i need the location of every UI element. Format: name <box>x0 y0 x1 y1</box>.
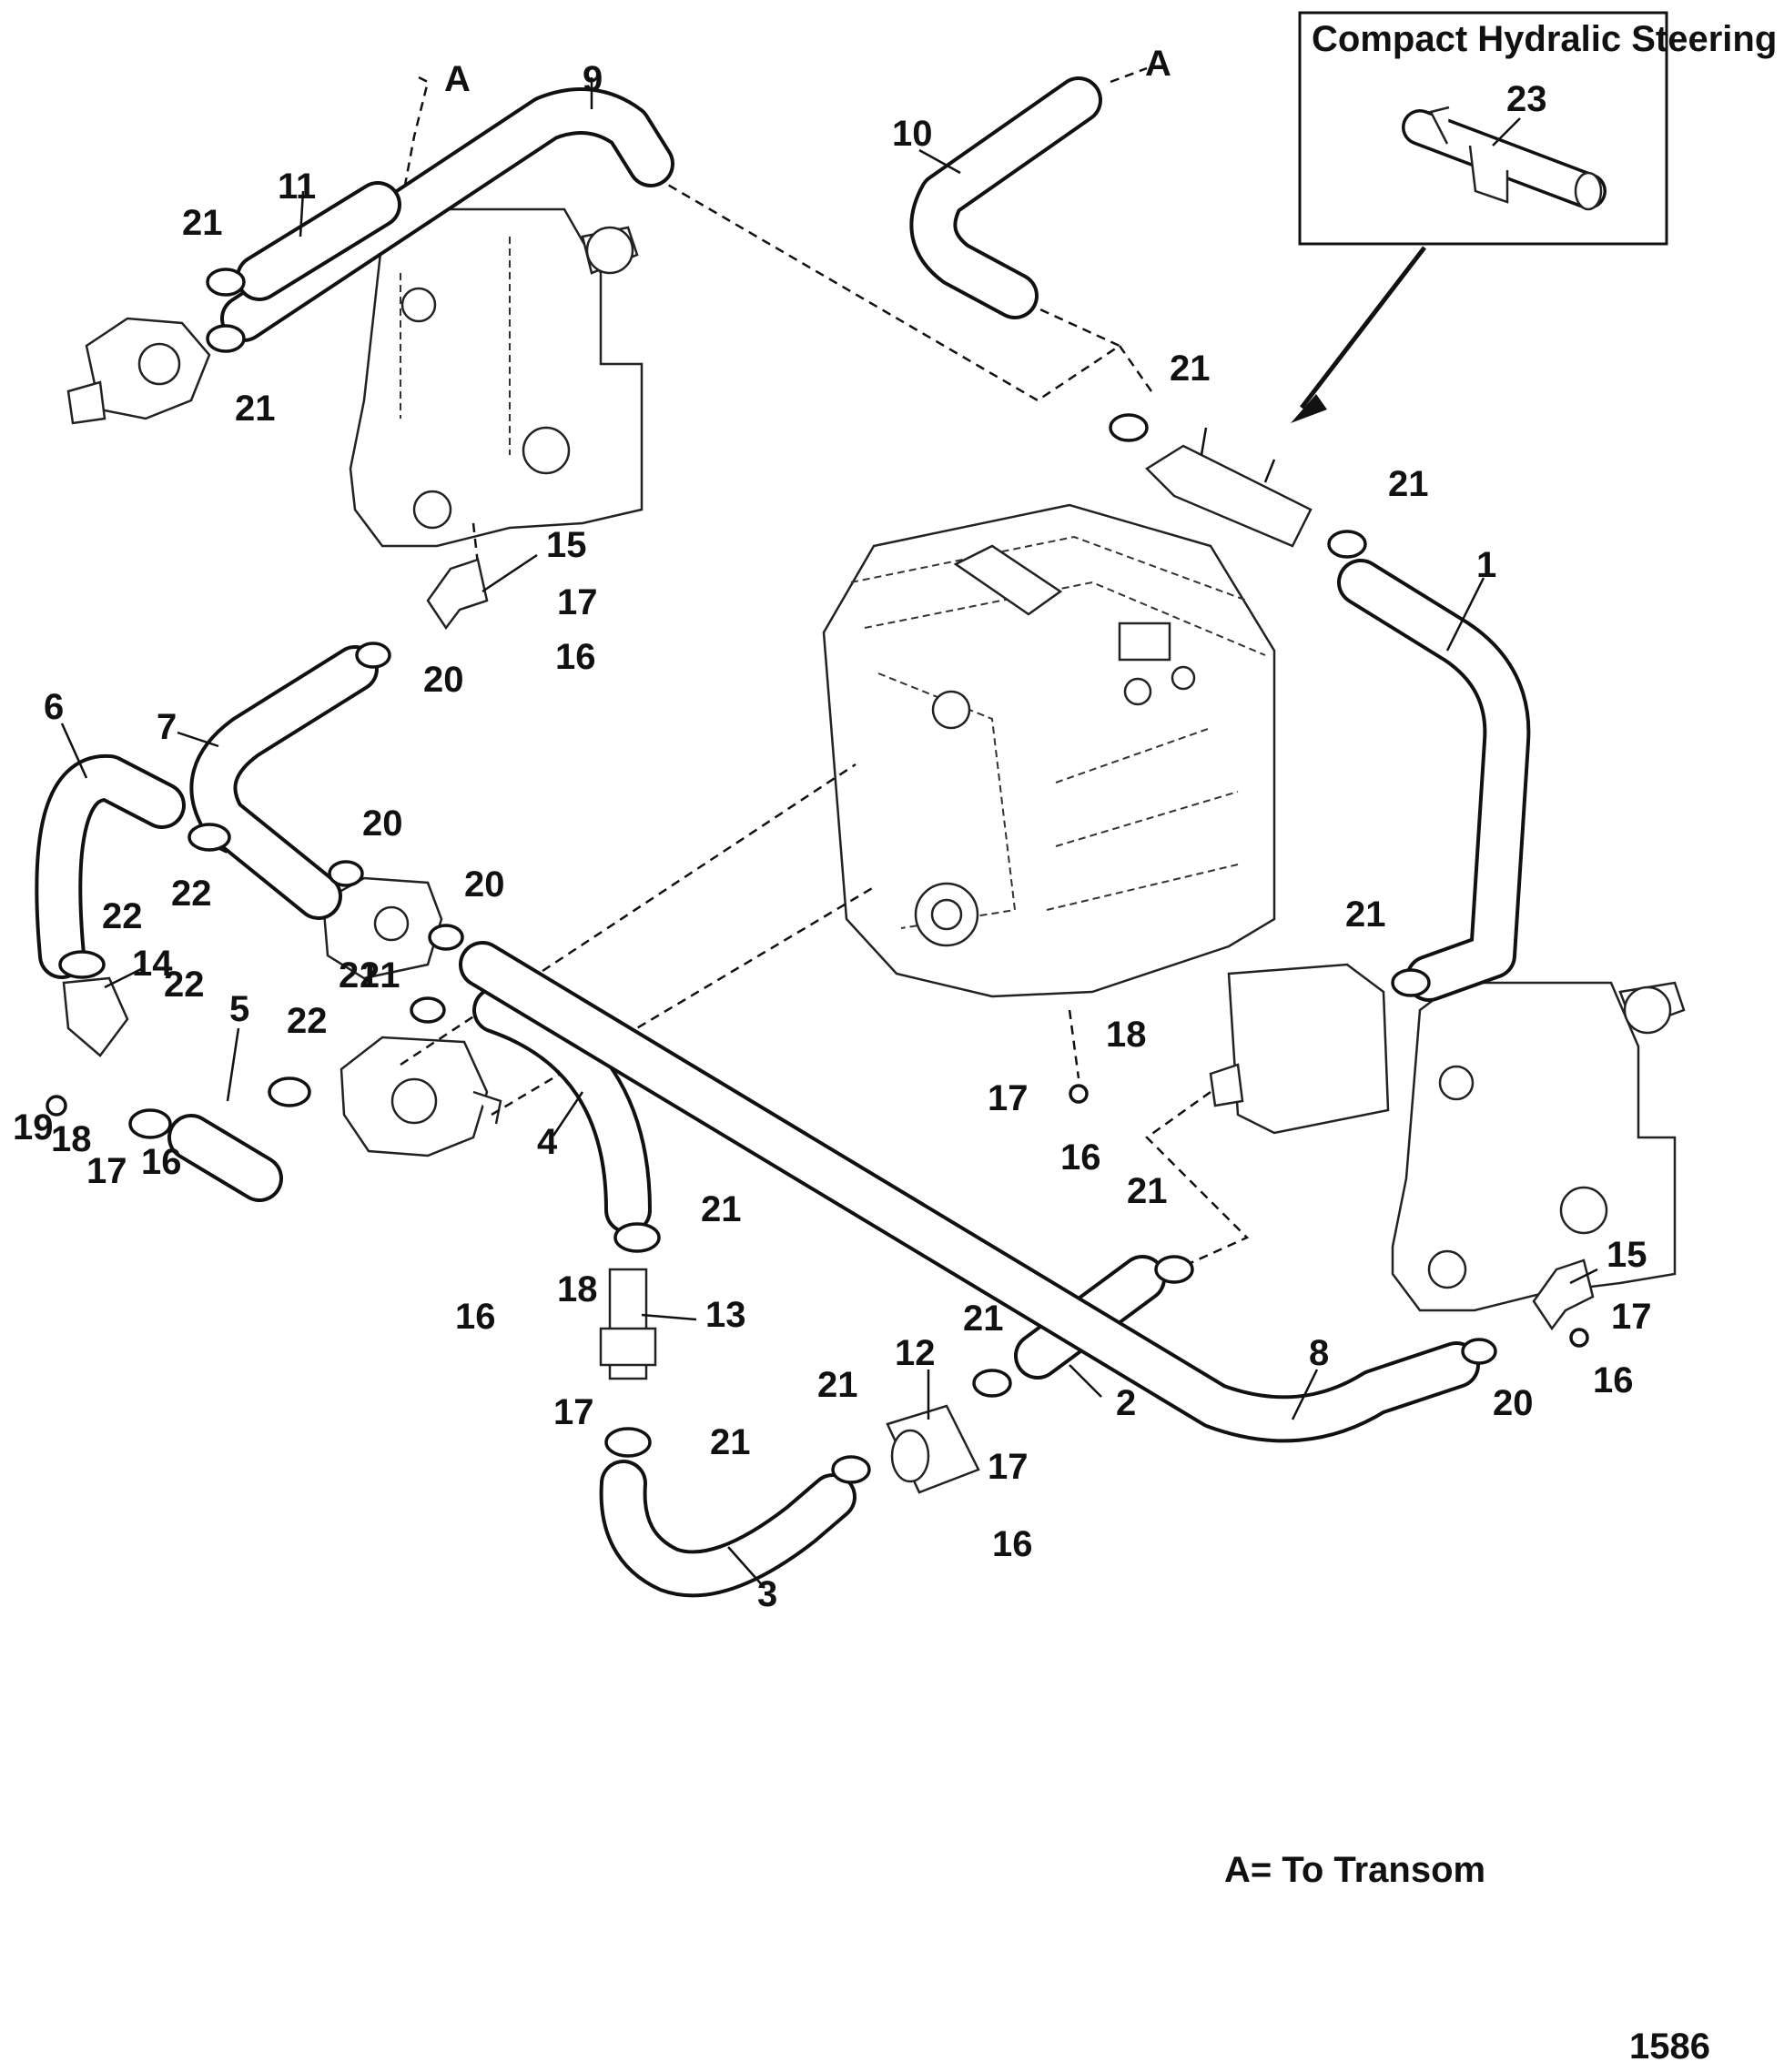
callout-9: 9 <box>583 59 603 99</box>
elbow-fitting-15-left <box>426 558 489 631</box>
hose-7 <box>189 645 379 920</box>
callout-22-d: 22 <box>287 1001 328 1041</box>
callout-21-j: 21 <box>817 1365 858 1405</box>
callout-leaders <box>60 77 1598 1589</box>
inset-pointer-arrow <box>1300 246 1426 409</box>
callout-16-d: 16 <box>455 1297 496 1337</box>
inset-pointer-arrowhead <box>1291 394 1327 423</box>
callout-17-b: 17 <box>86 1151 127 1191</box>
callout-21-i: 21 <box>963 1299 1004 1339</box>
callout-22-c: 22 <box>164 965 205 1005</box>
hose-1 <box>1337 559 1531 1002</box>
callout-21-g: 21 <box>701 1189 742 1229</box>
callout-18-b: 18 <box>51 1119 92 1159</box>
hose-10 <box>909 76 1102 319</box>
hose-3 <box>599 1460 857 1598</box>
callout-21-b: 21 <box>235 389 276 429</box>
hose-8 <box>459 941 1480 1443</box>
fitting-13 <box>599 1268 657 1380</box>
seawater-thermostat-housing <box>321 876 443 980</box>
distribution-block <box>1209 963 1390 1135</box>
fittings <box>62 558 1595 1494</box>
exhaust-manifold-left <box>349 207 644 548</box>
thermostat-housing <box>66 317 211 425</box>
callout-23: 23 <box>1506 79 1547 119</box>
callout-13: 13 <box>705 1295 746 1335</box>
callout-7: 7 <box>157 707 177 747</box>
callout-16-b: 16 <box>141 1142 182 1182</box>
callout-15-left: 15 <box>546 525 587 565</box>
engine-block <box>822 503 1276 998</box>
callout-21-c: 21 <box>1170 349 1211 389</box>
callout-17-c: 17 <box>988 1078 1029 1118</box>
hose-11 <box>236 181 401 301</box>
figure-number: 1586 <box>1629 2027 1710 2067</box>
callout-20-b: 20 <box>362 804 403 844</box>
callouts: 1 2 3 4 5 6 7 8 9 10 11 12 13 14 15 15 1… <box>13 59 1652 1614</box>
legend-note: A= To Transom <box>1224 1850 1485 1890</box>
connector-label-a-right: A <box>1145 44 1171 84</box>
callout-19: 19 <box>13 1107 54 1147</box>
water-pump <box>340 1036 502 1157</box>
callout-17-f: 17 <box>1611 1297 1652 1337</box>
callout-17-a: 17 <box>557 582 598 622</box>
hose-clamps <box>46 268 1589 1484</box>
callout-16-e: 16 <box>992 1524 1033 1564</box>
callout-21-k: 21 <box>710 1422 751 1462</box>
callout-21-l: 21 <box>360 955 400 996</box>
callout-21-f: 21 <box>339 955 380 996</box>
callout-11: 11 <box>278 167 316 207</box>
callout-16-f: 16 <box>1593 1360 1634 1400</box>
callout-20-d: 20 <box>1493 1383 1534 1423</box>
callout-4: 4 <box>537 1122 558 1162</box>
callout-10: 10 <box>892 114 933 154</box>
callout-5: 5 <box>229 989 249 1029</box>
callout-20-a: 20 <box>423 660 464 700</box>
steering-cooler-part <box>1402 106 1607 211</box>
callout-21-d: 21 <box>1388 464 1429 504</box>
inset-title: Compact Hydralic Steering <box>1312 19 1777 59</box>
callout-17-d: 17 <box>553 1392 594 1432</box>
callout-22-b: 22 <box>102 896 143 936</box>
hose-5 <box>167 1114 283 1202</box>
steering-cooler-fitting <box>1145 427 1313 548</box>
callout-22-a: 22 <box>171 874 212 914</box>
elbow-fitting-14 <box>62 976 129 1057</box>
callout-1: 1 <box>1476 545 1496 585</box>
connector-label-a-left: A <box>444 59 471 99</box>
tee-fitting-12 <box>886 1404 980 1494</box>
callout-16-a: 16 <box>555 637 596 677</box>
hoses <box>35 76 1531 1598</box>
callout-16-c: 16 <box>1060 1137 1101 1178</box>
inset-compact-hydraulic-steering: Compact Hydralic Steering 23 <box>1298 11 1777 246</box>
callout-6: 6 <box>44 687 64 727</box>
callout-20-c: 20 <box>464 864 505 905</box>
callout-17-e: 17 <box>988 1447 1029 1487</box>
callout-12: 12 <box>895 1333 936 1373</box>
exhaust-manifold-right <box>1391 981 1686 1312</box>
callout-18-c: 18 <box>557 1269 598 1309</box>
hose-6 <box>35 753 186 979</box>
callout-2: 2 <box>1116 1383 1136 1423</box>
callout-21-h: 21 <box>1127 1171 1168 1211</box>
callout-21-e: 21 <box>1345 894 1386 935</box>
callout-3: 3 <box>757 1574 777 1614</box>
callout-15-right: 15 <box>1607 1235 1647 1275</box>
hose-4 <box>472 986 652 1234</box>
elbow-fitting-15-right <box>1532 1258 1595 1331</box>
callout-21-a: 21 <box>182 203 223 243</box>
callout-18-a: 18 <box>1106 1015 1147 1055</box>
hose-9 <box>220 87 674 342</box>
callout-8: 8 <box>1309 1333 1329 1373</box>
callout-14: 14 <box>132 944 173 984</box>
